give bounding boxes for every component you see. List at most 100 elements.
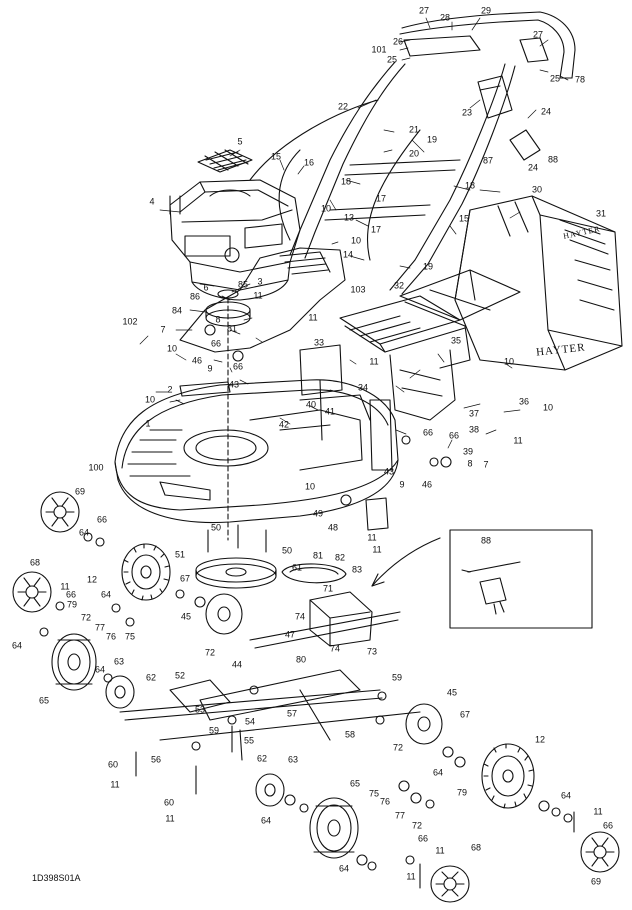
part-number-label: 40	[305, 399, 317, 410]
part-number-label: 64	[432, 767, 444, 778]
part-number-label: 3	[257, 276, 263, 287]
part-number-label: 35	[450, 335, 462, 346]
part-number-label: 11	[369, 356, 379, 367]
part-number-label: 29	[480, 5, 492, 16]
part-number-label: 81	[312, 550, 324, 561]
part-number-label: 19	[422, 261, 434, 272]
part-number-label: 65	[38, 695, 50, 706]
part-number-label: 16	[303, 157, 315, 168]
part-number-label: 66	[210, 338, 222, 349]
part-number-label: 83	[351, 564, 363, 575]
wheel-63-left	[105, 675, 135, 709]
part-number-label: 67	[179, 573, 191, 584]
part-number-label: 45	[446, 687, 458, 698]
part-number-label: 25	[549, 73, 561, 84]
wheel-63-right	[255, 773, 285, 807]
engine	[169, 179, 301, 301]
handle-assembly	[289, 11, 576, 295]
part-number-label: 7	[160, 324, 166, 335]
gearbox	[249, 591, 401, 649]
part-number-label: 43	[383, 466, 395, 477]
part-number-label: 55	[243, 735, 255, 746]
part-number-label: 73	[366, 646, 378, 657]
part-number-label: 9	[207, 363, 213, 374]
hardware-parts	[39, 195, 575, 889]
part-number-label: 62	[145, 672, 157, 683]
part-number-label: 84	[171, 305, 183, 316]
part-number-label: 1	[145, 418, 151, 429]
part-number-label: 44	[231, 659, 243, 670]
part-number-label: 12	[534, 734, 546, 745]
part-number-label: 101	[371, 44, 387, 55]
part-number-label: 59	[208, 725, 220, 736]
rear-axle-bar	[119, 669, 421, 761]
part-number-label: 54	[244, 716, 256, 727]
part-number-label: 61	[291, 562, 303, 573]
part-number-label: 49	[312, 508, 324, 519]
part-number-label: 82	[334, 552, 346, 563]
part-number-label: 46	[421, 479, 433, 490]
part-number-label: 25	[386, 54, 398, 65]
part-number-label: 85	[237, 279, 249, 290]
wheel-69-right	[580, 831, 620, 873]
part-number-label: 46	[191, 355, 203, 366]
part-number-label: 17	[375, 193, 387, 204]
part-number-label: 15	[270, 151, 282, 162]
part-number-label: 50	[210, 522, 222, 533]
part-number-label: 11	[308, 312, 318, 323]
part-number-label: 64	[100, 589, 112, 600]
rear-panel	[339, 295, 466, 421]
part-number-label: 64	[78, 527, 90, 538]
part-number-label: 2	[167, 384, 173, 395]
part-number-label: 64	[338, 863, 350, 874]
part-number-label: 8	[467, 458, 473, 469]
part-number-label: 69	[590, 876, 602, 887]
part-number-label: 57	[286, 708, 298, 719]
wheel-69-left	[40, 491, 80, 533]
part-number-label: 62	[256, 753, 268, 764]
part-number-label: 72	[392, 742, 404, 753]
part-number-label: 34	[357, 382, 369, 393]
part-number-label: 13	[343, 212, 355, 223]
part-number-label: 66	[417, 833, 429, 844]
part-number-label: 11	[253, 290, 263, 301]
part-number-label: 74	[329, 643, 341, 654]
part-number-label: 26	[392, 36, 404, 47]
grass-box-frame	[399, 269, 521, 369]
part-number-label: 68	[29, 557, 41, 568]
part-number-label: 38	[468, 424, 480, 435]
part-number-label: 11	[165, 813, 175, 824]
part-number-label: 6	[203, 282, 209, 293]
part-number-label: 7	[483, 459, 489, 470]
part-number-label: 76	[105, 631, 117, 642]
part-number-label: 17	[370, 224, 382, 235]
mower-deck	[114, 379, 399, 524]
part-number-label: 71	[322, 583, 334, 594]
upper-cover	[179, 247, 346, 353]
part-number-label: 79	[66, 599, 78, 610]
leader-lines	[139, 17, 569, 449]
part-number-label: 66	[602, 820, 614, 831]
part-number-label: 9	[399, 479, 405, 490]
wheel-45-right	[405, 703, 443, 745]
part-number-label: 102	[122, 316, 138, 327]
part-number-label: 4	[149, 196, 155, 207]
part-number-label: 88	[480, 535, 492, 546]
part-number-label: 15	[458, 213, 470, 224]
part-number-label: 24	[527, 162, 539, 173]
part-number-label: 78	[574, 74, 586, 85]
part-number-label: 10	[304, 481, 316, 492]
part-number-label: 50	[281, 545, 293, 556]
part-number-label: 53	[194, 704, 206, 715]
inset-detail-88	[449, 529, 593, 629]
part-number-label: 47	[284, 629, 296, 640]
drive-belt	[281, 563, 347, 584]
part-number-label: 74	[294, 611, 306, 622]
part-number-label: 66	[422, 427, 434, 438]
part-number-label: 11	[110, 779, 120, 790]
part-number-label: 39	[462, 446, 474, 457]
drive-pulley-stack	[205, 289, 251, 541]
part-number-label: 18	[464, 180, 476, 191]
